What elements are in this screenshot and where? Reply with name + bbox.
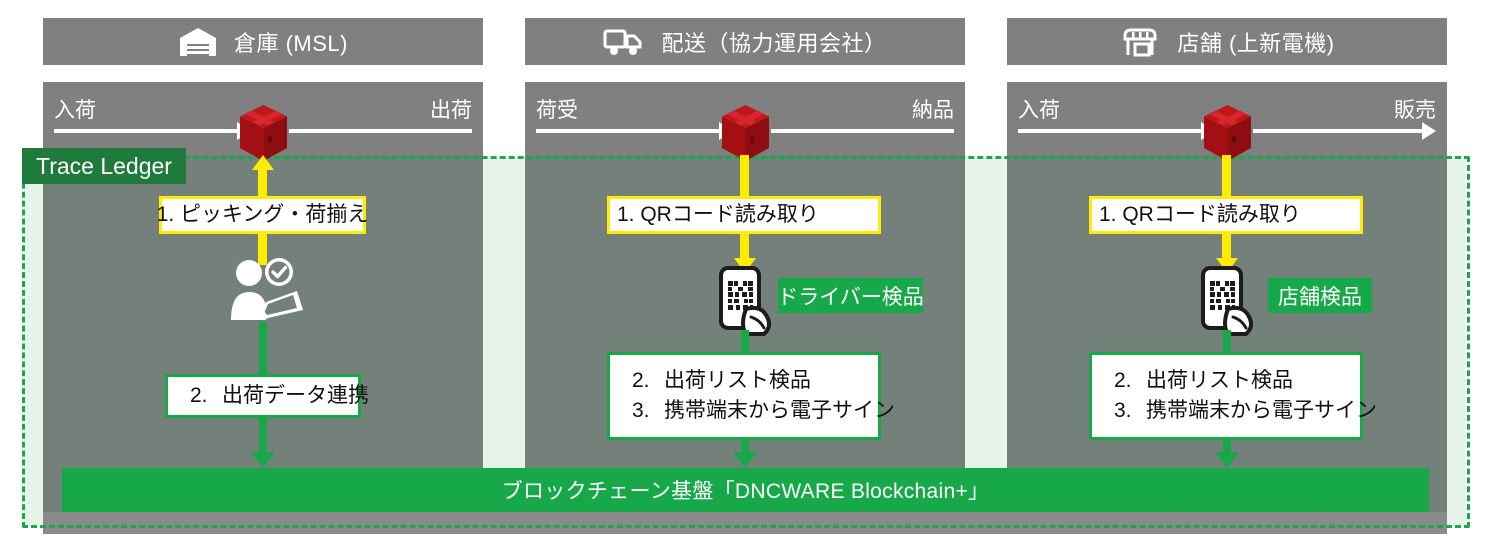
step-number: 3. xyxy=(632,399,650,422)
step-text: 出荷リスト検品 xyxy=(1146,368,1293,392)
worker-checklist-icon xyxy=(219,258,307,328)
step-row: 2. 出荷データ連携 xyxy=(190,381,369,411)
trace-ledger-tag: Trace Ledger xyxy=(22,148,186,184)
badge-driver-inspection: ドライバー検品 xyxy=(777,278,924,313)
connector-yellow-lower-store xyxy=(1222,234,1231,260)
ledger-gutter-left xyxy=(24,158,43,526)
store-icon xyxy=(1119,26,1161,58)
column-header-store: 店舗 (上新電機) xyxy=(1007,18,1447,65)
step-box-delivery-2: 2. 出荷リスト検品 3. 携帯端末から電子サイン xyxy=(607,352,895,440)
ledger-gutter-1 xyxy=(483,158,525,468)
flow-label-out: 納品 xyxy=(912,99,954,122)
connector-green-store-2 xyxy=(1223,440,1231,454)
column-header-delivery: 配送（協力運用会社） xyxy=(525,18,965,65)
blockchain-platform-bar: ブロックチェーン基盤「DNCWARE Blockchain+」 xyxy=(62,468,1429,512)
column-header-label: 配送（協力運用会社） xyxy=(661,30,887,56)
connector-green-delivery-2 xyxy=(741,440,749,454)
connector-green-delivery-1 xyxy=(741,330,749,352)
flow-arrow-right-head xyxy=(1422,122,1436,140)
step-row: 2. 出荷リスト検品 xyxy=(1114,366,1360,396)
connector-yellow-lower-delivery xyxy=(740,234,749,260)
ledger-footer-strip xyxy=(43,512,1447,534)
badge-label: ドライバー検品 xyxy=(777,285,924,309)
step-text: 携帯端末から電子サイン xyxy=(1146,399,1377,422)
column-header-label: 倉庫 (MSL) xyxy=(233,30,348,56)
connector-yellow-arrowhead-warehouse xyxy=(252,155,274,170)
flow-arrow-right-line xyxy=(1253,129,1422,133)
step-label: 1. QRコード読み取り xyxy=(617,202,819,226)
blockchain-platform-label: ブロックチェーン基盤「DNCWARE Blockchain+」 xyxy=(501,480,990,503)
badge-store-inspection: 店舗検品 xyxy=(1268,278,1372,313)
flow-arrow-left-line xyxy=(536,129,719,133)
connector-green-store-1 xyxy=(1223,330,1231,352)
trace-ledger-label: Trace Ledger xyxy=(36,152,172,179)
step-text: 出荷リスト検品 xyxy=(664,368,811,392)
ledger-gutter-2 xyxy=(965,158,1007,468)
package-box-icon xyxy=(719,103,772,165)
step-text: 出荷データ連携 xyxy=(222,383,369,407)
badge-label: 店舗検品 xyxy=(1278,285,1362,309)
flow-arrow-left-line xyxy=(1018,129,1201,133)
step-box-store-1: 1. QRコード読み取り xyxy=(1089,196,1363,234)
step-box-warehouse-2: 2. 出荷データ連携 xyxy=(165,374,369,418)
package-box-icon xyxy=(1201,103,1254,165)
connector-green-warehouse-2 xyxy=(259,418,267,454)
step-text: 携帯端末から電子サイン xyxy=(664,399,895,422)
step-number: 2. xyxy=(190,383,208,407)
step-box-delivery-1: 1. QRコード読み取り xyxy=(607,196,881,234)
step-number: 3. xyxy=(1114,399,1132,422)
connector-green-arrowhead-store xyxy=(1215,452,1239,468)
warehouse-icon xyxy=(178,26,218,58)
column-header-label: 店舗 (上新電機) xyxy=(1177,30,1335,56)
flow-label-out: 出荷 xyxy=(430,99,472,122)
step-row: 3. 携帯端末から電子サイン xyxy=(1114,396,1377,426)
step-number: 2. xyxy=(632,368,650,392)
connector-yellow-up-store xyxy=(1222,155,1231,196)
connector-green-warehouse-1 xyxy=(259,322,267,374)
flow-arrow-right-line xyxy=(289,129,472,133)
step-row: 3. 携帯端末から電子サイン xyxy=(632,396,895,426)
flow-label-in: 入荷 xyxy=(54,99,96,122)
phone-qr-scan-icon xyxy=(1198,265,1260,337)
step-number: 2. xyxy=(1114,368,1132,392)
truck-icon xyxy=(603,26,645,58)
step-box-warehouse-1: 1. ピッキング・荷揃え xyxy=(156,196,369,234)
connector-green-arrowhead-warehouse xyxy=(251,452,275,468)
step-label: 1. ピッキング・荷揃え xyxy=(156,202,369,226)
column-header-warehouse: 倉庫 (MSL) xyxy=(43,18,483,65)
step-row: 2. 出荷リスト検品 xyxy=(632,366,878,396)
package-box-icon xyxy=(237,103,290,165)
connector-green-arrowhead-delivery xyxy=(733,452,757,468)
flow-arrow-right-line xyxy=(771,129,954,133)
flow-label-in: 入荷 xyxy=(1018,99,1060,122)
ledger-gutter-right xyxy=(1447,158,1466,526)
connector-yellow-lower-warehouse xyxy=(258,234,267,265)
connector-yellow-up-warehouse xyxy=(258,168,267,196)
step-box-store-2: 2. 出荷リスト検品 3. 携帯端末から電子サイン xyxy=(1089,352,1377,440)
step-label: 1. QRコード読み取り xyxy=(1099,202,1301,226)
connector-yellow-up-delivery xyxy=(740,155,749,196)
flow-arrow-left-line xyxy=(54,129,237,133)
flow-label-out: 販売 xyxy=(1394,99,1436,122)
flow-label-in: 荷受 xyxy=(536,99,578,122)
phone-qr-scan-icon xyxy=(716,265,778,337)
